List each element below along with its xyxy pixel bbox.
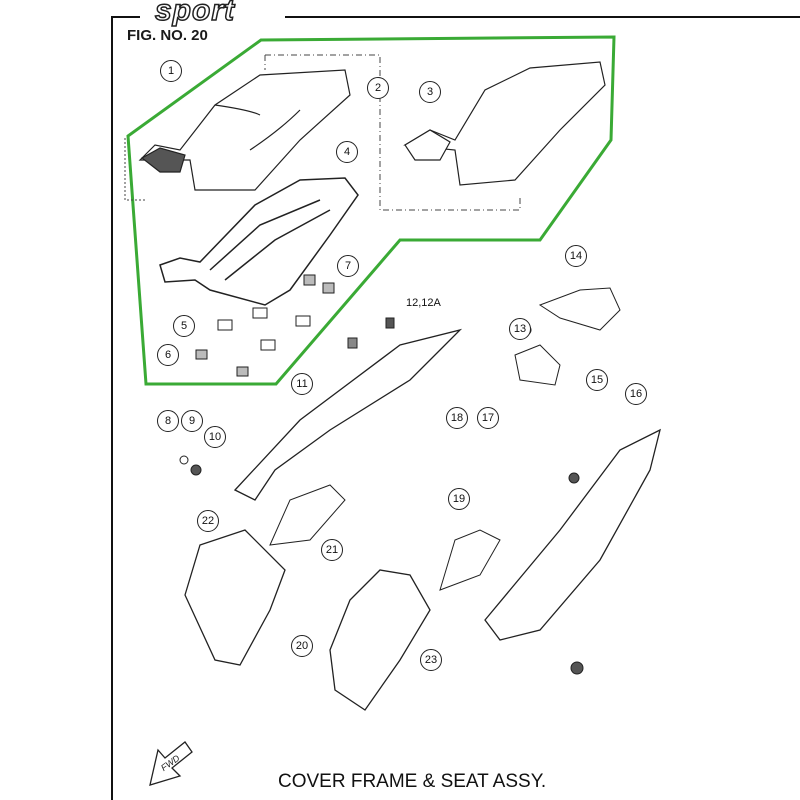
callout-5: 5 [173, 315, 195, 337]
cover-part-14 [538, 287, 621, 331]
callout-3: 3 [419, 81, 441, 103]
callout-8: 8 [157, 410, 179, 432]
callout-2: 2 [367, 77, 389, 99]
seat-part-3 [403, 61, 606, 186]
callout-20: 20 [291, 635, 313, 657]
callout-22: 22 [197, 510, 219, 532]
bracket-part-15 [514, 344, 561, 386]
assembly-dashline [264, 54, 521, 211]
callout-19: 19 [448, 488, 470, 510]
figure-number: FIG. NO. 20 [127, 27, 208, 44]
callout-23: 23 [420, 649, 442, 671]
seat-part-2 [138, 69, 351, 191]
callout-1: 1 [160, 60, 182, 82]
side-panel-part-22 [184, 529, 286, 666]
callout-4: 4 [336, 141, 358, 163]
diagram-title: COVER FRAME & SEAT ASSY. [278, 771, 547, 792]
side-panel-part-20 [329, 569, 431, 711]
brand-logo: sport [154, 0, 235, 28]
callout-9: 9 [181, 410, 203, 432]
seat-assembly-highlight [126, 35, 616, 386]
callout-7: 7 [337, 255, 359, 277]
frame-cover-part-11 [233, 328, 463, 501]
callout-14: 14 [565, 245, 587, 267]
part-21 [269, 484, 346, 546]
callout-6: 6 [157, 344, 179, 366]
side-cover-part-16 [484, 428, 661, 641]
seat-base-part-4 [159, 177, 359, 306]
fwd-arrow-icon [149, 741, 193, 786]
frame-left [111, 16, 140, 800]
callout-11: 11 [291, 373, 313, 395]
part-19 [439, 529, 501, 591]
callout-16: 16 [625, 383, 647, 405]
callout-15: 15 [586, 369, 608, 391]
callout-18: 18 [446, 407, 468, 429]
callout-12: 12,12A [406, 297, 441, 309]
callout-21: 21 [321, 539, 343, 561]
callout-17: 17 [477, 407, 499, 429]
callout-10: 10 [204, 426, 226, 448]
callout-13: 13 [509, 318, 531, 340]
dotted-leader [124, 138, 146, 201]
